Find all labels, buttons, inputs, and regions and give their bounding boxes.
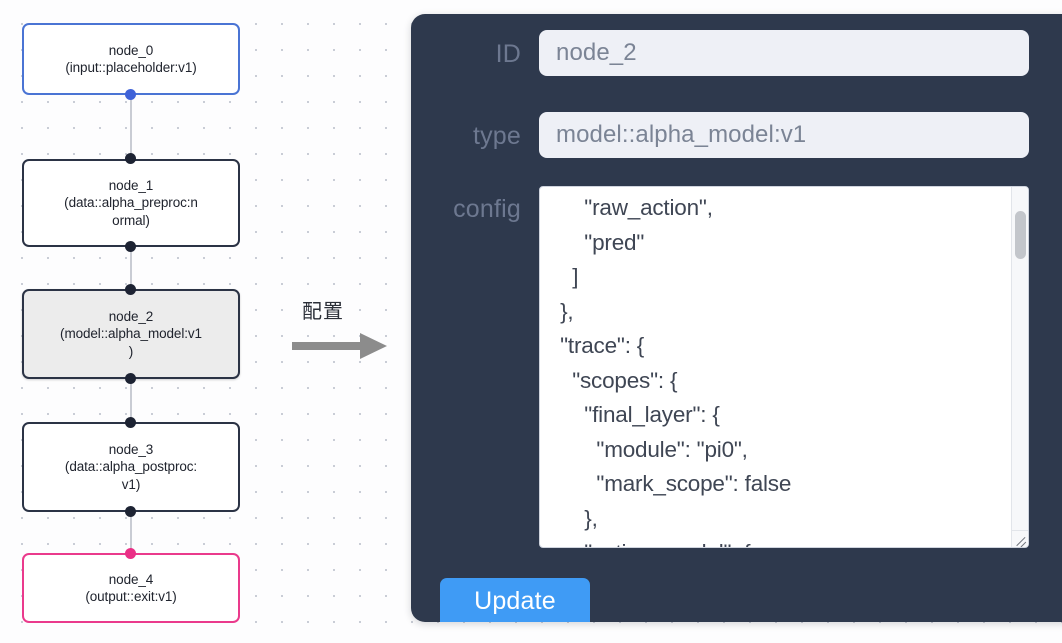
edge-node0-node1 (130, 90, 132, 164)
annotation-group: 配置 (292, 295, 402, 365)
node-title: node_1 (108, 177, 154, 193)
graph-node-node_3[interactable]: node_3 (data::alpha_postproc: v1) (22, 422, 240, 512)
field-row-type: type (429, 112, 1029, 160)
node_3-port-out[interactable] (125, 506, 136, 517)
id-field-label: ID (495, 40, 521, 68)
graph-canvas[interactable]: node_0 (input::placeholder:v1) node_1 (d… (0, 0, 290, 643)
arrow-right-icon (292, 333, 387, 359)
node_2-port-in[interactable] (125, 284, 136, 295)
node_2-port-out[interactable] (125, 373, 136, 384)
node-subtitle-line2: v1) (121, 476, 141, 492)
graph-node-node_1[interactable]: node_1 (data::alpha_preproc:n ormal) (22, 159, 240, 247)
type-input[interactable] (539, 112, 1029, 158)
node-title: node_0 (108, 42, 154, 58)
node-subtitle-line2: ormal) (112, 212, 150, 228)
config-textarea[interactable]: "raw_action", "pred" ] }, "trace": { "sc… (540, 187, 1012, 547)
node_0-port-out[interactable] (125, 89, 136, 100)
graph-node-node_0[interactable]: node_0 (input::placeholder:v1) (22, 23, 240, 95)
graph-node-node_2[interactable]: node_2 (model::alpha_model:v1 ) (22, 289, 240, 379)
node_1-port-out[interactable] (125, 241, 136, 252)
field-row-config: config "raw_action", "pred" ] }, "trace"… (429, 186, 1029, 548)
node_1-port-in[interactable] (125, 153, 136, 164)
edge-node3-node4 (130, 507, 132, 558)
update-button[interactable]: Update (440, 578, 590, 622)
node_4-port-in[interactable] (125, 548, 136, 559)
id-input[interactable] (539, 30, 1029, 76)
annotation-label: 配置 (302, 299, 344, 323)
config-resize-handle[interactable] (1011, 530, 1028, 547)
node-subtitle-line2: ) (128, 343, 134, 359)
node-subtitle-line1: (model::alpha_model:v1 (60, 326, 202, 342)
node-subtitle: (output::exit:v1) (85, 589, 177, 604)
field-row-id: ID (429, 30, 1029, 78)
graph-node-node_4[interactable]: node_4 (output::exit:v1) (22, 553, 240, 623)
node-title: node_2 (108, 308, 154, 324)
config-scrollbar[interactable] (1011, 187, 1028, 547)
node-subtitle-line1: (data::alpha_preproc:n (64, 195, 198, 211)
config-field-label: config (453, 195, 521, 223)
type-field-label: type (472, 122, 521, 150)
edge-node2-node3 (130, 374, 132, 427)
node-subtitle-line1: (data::alpha_postproc: (64, 459, 198, 475)
edge-node1-node2 (130, 242, 132, 294)
node-config-panel: ID type config "raw_action", "pred" ] },… (411, 14, 1062, 622)
node-subtitle: (input::placeholder:v1) (65, 60, 197, 75)
node_3-port-in[interactable] (125, 417, 136, 428)
node-title: node_4 (108, 571, 154, 587)
config-scrollbar-thumb[interactable] (1015, 211, 1026, 259)
config-textarea-wrapper: "raw_action", "pred" ] }, "trace": { "sc… (539, 186, 1029, 548)
node-title: node_3 (108, 441, 154, 457)
